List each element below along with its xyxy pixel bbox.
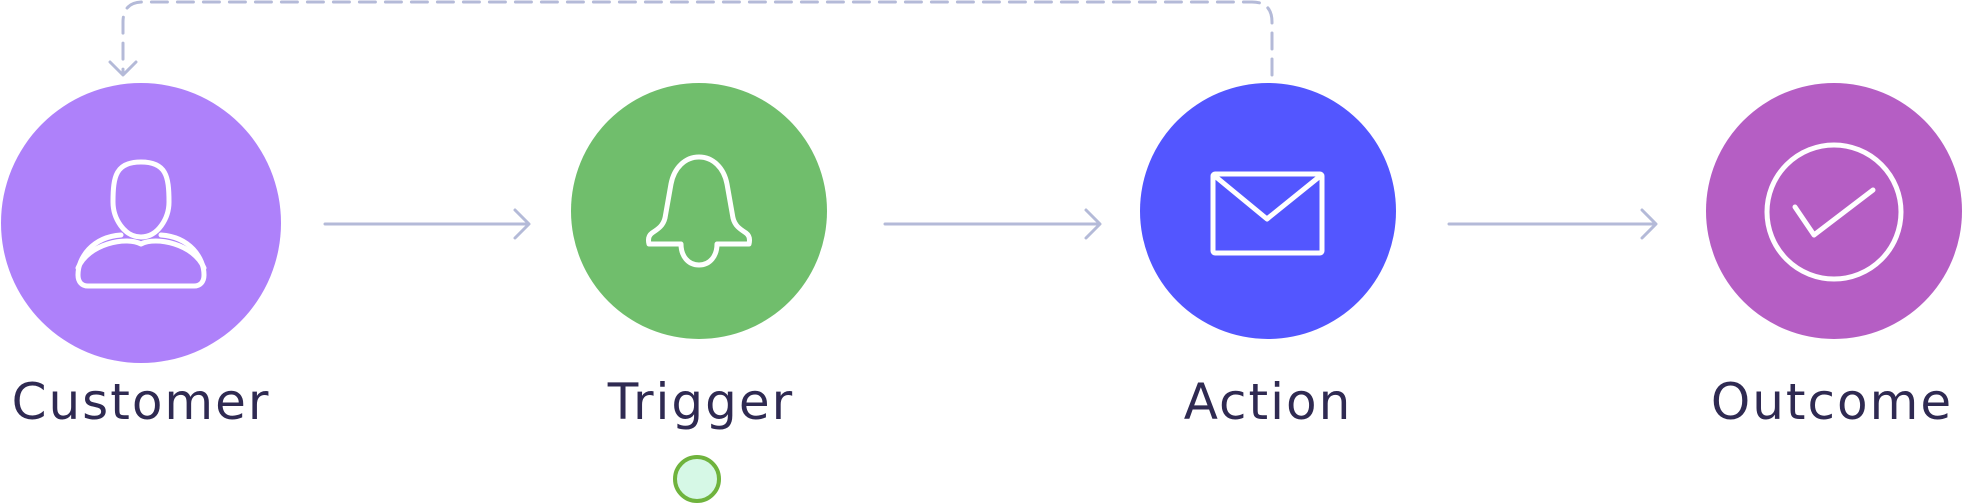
connector-customer-trigger (323, 208, 531, 240)
action-label: Action (1184, 373, 1353, 431)
node-outcome[interactable]: Outcome (1706, 83, 1962, 431)
feedback-loop-arrowhead (108, 60, 138, 77)
customer-circle (1, 83, 281, 363)
feedback-loop-connector (121, 0, 1274, 77)
connector-action-outcome (1447, 208, 1658, 240)
node-trigger[interactable]: Trigger (571, 83, 827, 431)
customer-label: Customer (12, 373, 271, 431)
outcome-label: Outcome (1711, 373, 1953, 431)
trigger-circle (571, 83, 827, 339)
connector-trigger-action (883, 208, 1102, 240)
envelope-icon (1210, 171, 1325, 256)
trigger-status-indicator[interactable] (673, 455, 721, 503)
node-action[interactable]: Action (1140, 83, 1396, 431)
bell-icon (645, 154, 753, 268)
checkmark-circle-icon (1764, 142, 1904, 282)
outcome-circle (1706, 83, 1962, 339)
action-circle (1140, 83, 1396, 339)
trigger-label: Trigger (607, 373, 794, 431)
user-icon (75, 159, 207, 289)
node-customer[interactable]: Customer (1, 83, 281, 431)
